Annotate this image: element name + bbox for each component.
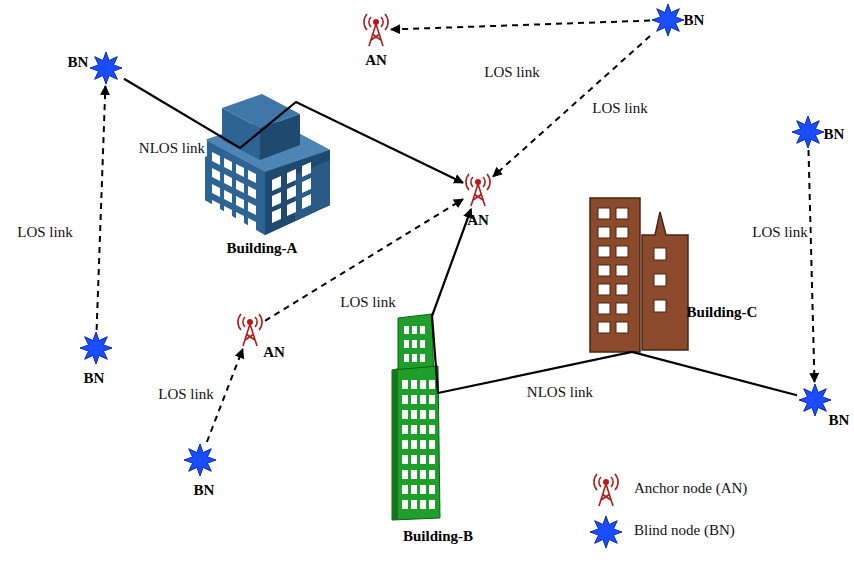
los-link	[493, 36, 650, 177]
node-label: AN	[467, 212, 489, 229]
link-label: LOS link	[750, 224, 809, 241]
anchor-node: AN	[363, 13, 389, 47]
los-link	[265, 199, 463, 321]
building-b-windows	[402, 326, 435, 509]
node-label: BN	[68, 54, 89, 71]
los-link	[391, 21, 650, 30]
node-label: BN	[84, 370, 105, 387]
building-label: Building-A	[227, 240, 298, 257]
node-label: BN	[684, 12, 705, 29]
antenna-icon	[237, 313, 263, 347]
blind-node: BN	[799, 384, 831, 416]
nlos-link	[432, 209, 797, 395]
building-label: Building-C	[687, 304, 758, 321]
link-label: LOS link	[156, 386, 215, 403]
blind-node: BN	[90, 52, 122, 84]
node-label: BN	[824, 126, 845, 143]
node-label: BN	[194, 482, 215, 499]
node-label: BN	[829, 412, 850, 429]
star-icon	[652, 4, 684, 36]
star-icon	[90, 52, 122, 84]
node-label: AN	[263, 344, 285, 361]
star-icon	[792, 116, 824, 148]
star-icon	[799, 384, 831, 416]
building-c	[590, 198, 688, 352]
blind-node: BN	[792, 116, 824, 148]
link-label: LOS link	[15, 224, 74, 241]
link-label: NLOS link	[525, 384, 595, 401]
blind-node: BN	[80, 332, 112, 364]
los-link	[809, 150, 815, 382]
blind-node: BN	[652, 4, 684, 36]
blind-node: BN	[184, 444, 216, 476]
nlos-link	[124, 79, 463, 183]
building-a-windows	[212, 152, 311, 231]
star-icon	[80, 332, 112, 364]
building-b	[392, 314, 440, 520]
antenna-icon	[363, 13, 389, 47]
los-link	[97, 86, 106, 330]
star-icon	[184, 444, 216, 476]
link-label: NLOS link	[137, 140, 207, 157]
antenna-icon	[465, 173, 491, 207]
anchor-node: AN	[237, 313, 263, 347]
link-label: LOS link	[338, 294, 397, 311]
node-label: AN	[365, 52, 387, 69]
building-a	[205, 94, 330, 235]
building-c-windows	[598, 208, 666, 333]
link-label: LOS link	[482, 64, 541, 81]
anchor-node: AN	[465, 173, 491, 207]
legend-text: Blind node (BN)	[634, 522, 735, 539]
link-label: LOS link	[590, 100, 649, 117]
building-label: Building-B	[403, 528, 473, 545]
legend-symbols	[590, 474, 622, 548]
legend-text: Anchor node (AN)	[634, 480, 747, 497]
